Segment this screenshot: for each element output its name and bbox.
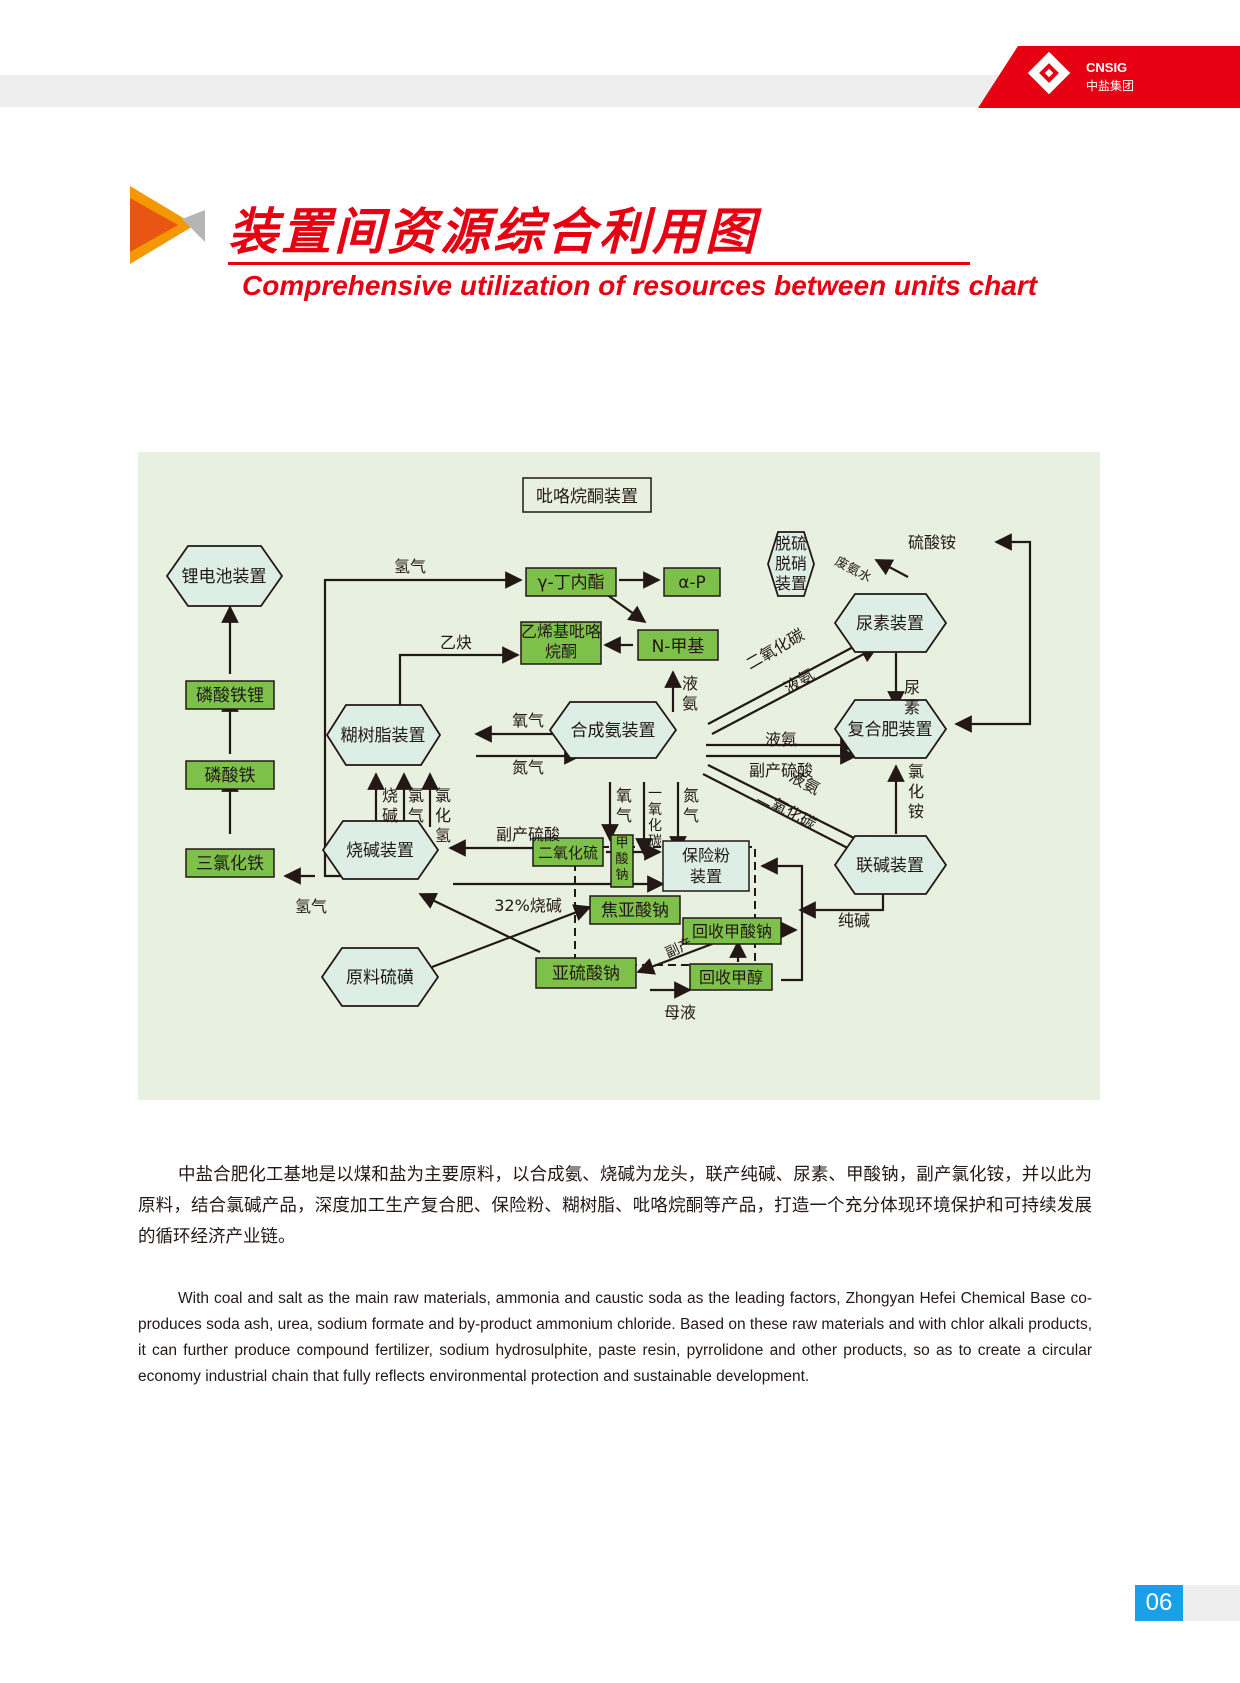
label-compound-fert: 复合肥装置 [848, 720, 933, 740]
flow-caustic-32: 32%烧碱 [494, 896, 562, 915]
node-ammonia [548, 701, 678, 759]
node-soda [833, 835, 948, 895]
node-caustic [321, 820, 440, 880]
label-fecl3: 三氯化铁 [196, 854, 264, 874]
node-desulfur [767, 531, 815, 597]
flow-hydrogen-bottom: 氢气 [295, 897, 327, 916]
node-sulfite [535, 957, 637, 989]
flow-nitrogen-down: 氮气 [683, 786, 700, 825]
node-recover-formate [682, 917, 782, 945]
flow-nitrogen: 氮气 [512, 758, 544, 777]
flow-byproduct-acid: 副产硫酸 [496, 825, 560, 844]
diagram-background [138, 452, 1100, 1100]
flow-mother-liquor: 母液 [664, 1003, 696, 1022]
node-gbl [525, 567, 617, 597]
title-underline [228, 262, 970, 265]
page-number: 06 [1135, 1585, 1183, 1621]
node-lfp [185, 680, 275, 710]
page-subtitle: Comprehensive utilization of resources b… [242, 270, 1038, 301]
node-fepo4 [185, 760, 275, 790]
label-metabisulfite: 焦亚酸钠 [601, 901, 669, 921]
label-ammonia: 合成氨装置 [571, 721, 656, 741]
node-recover-methanol [689, 963, 773, 991]
label-nmp: N-甲基 [652, 637, 705, 657]
brand-name-en: CNSIG [1086, 60, 1127, 75]
label-hydrosulfite: 保险粉装置 [681, 846, 730, 886]
body-paragraph-en: With coal and salt as the main raw mater… [138, 1290, 1092, 1385]
resource-utilization-diagram: 吡咯烷酮装置 γ-丁内酯 α-P 乙烯基吡咯烷酮 N-甲基 脱硫脱硝装置 锂电池… [138, 452, 1100, 1100]
brand-name-cn: 中盐集团 [1086, 78, 1134, 93]
page-title: 装置间资源综合利用图 [228, 203, 758, 261]
flow-oxygen-down: 氧气 [616, 786, 633, 825]
flow-caustic-soda: 烧碱 [382, 786, 399, 825]
flow-hcl: 氯化氢 [435, 786, 452, 845]
play-arrow-icon [130, 186, 205, 264]
label-nvp: 乙烯基吡咯烷酮 [521, 622, 601, 661]
label-alpha-p: α-P [678, 573, 706, 593]
node-pyrrolidone [522, 477, 652, 513]
node-urea [833, 593, 948, 653]
label-caustic: 烧碱装置 [346, 841, 414, 861]
flow-ammonium-sulfate: 硫酸铵 [908, 533, 956, 552]
brand-logo: CNSIG 中盐集团 [978, 46, 1240, 108]
node-paste-resin [325, 704, 442, 766]
flow-liquid-ammonia-fert: 液氨 [765, 730, 797, 749]
header-band [0, 75, 1050, 107]
flow-byproduct-acid-fert: 副产硫酸 [749, 761, 813, 780]
flow-hydrogen-top: 氢气 [394, 557, 426, 576]
node-compound-fert [833, 699, 948, 759]
label-sulfur: 原料硫磺 [346, 968, 414, 988]
node-hydrosulfite [662, 840, 750, 892]
label-urea-unit: 尿素装置 [856, 614, 924, 634]
label-so2: 二氧化硫 [538, 844, 598, 862]
node-fecl3 [185, 848, 275, 878]
flow-oxygen: 氧气 [512, 711, 544, 730]
flow-urea: 尿素 [904, 678, 921, 717]
label-gbl: γ-丁内酯 [537, 573, 604, 593]
label-desulfur: 脱硫脱硝装置 [774, 534, 807, 593]
label-fepo4: 磷酸铁 [205, 766, 256, 786]
node-so2 [532, 837, 604, 867]
node-alpha-p [663, 567, 721, 597]
page-number-tail [1183, 1585, 1240, 1621]
label-lfp: 磷酸铁锂 [196, 686, 264, 706]
label-paste-resin: 糊树脂装置 [341, 726, 426, 746]
label-pyrrolidone-unit: 吡咯烷酮装置 [536, 487, 638, 507]
label-lithium: 锂电池装置 [182, 567, 267, 587]
node-hcoona [610, 834, 634, 888]
flow-co-down: 一氧化碳 [648, 786, 662, 850]
flow-acetylene: 乙炔 [440, 633, 472, 652]
flow-soda-ash: 纯碱 [838, 911, 870, 930]
node-sulfur [320, 947, 440, 1007]
brand-diamond-icon [1027, 51, 1071, 95]
body-paragraph-cn: 中盐合肥化工基地是以煤和盐为主要原料，以合成氨、烧碱为龙头，联产纯碱、尿素、甲酸… [138, 1165, 1092, 1247]
node-metabisulfite [589, 895, 681, 925]
node-nmp [637, 629, 719, 661]
label-soda-unit: 联碱装置 [856, 856, 924, 876]
node-lithium [165, 545, 284, 607]
label-recover-formate: 回收甲酸钠 [692, 922, 772, 941]
label-sulfite: 亚硫酸钠 [552, 964, 620, 984]
node-nvp [520, 621, 602, 665]
label-hcoona: 甲酸钠 [615, 836, 629, 883]
flow-chlorine: 氯气 [408, 786, 425, 825]
flow-liquid-ammonia-up: 液氨 [682, 674, 699, 713]
flow-ammonium-chloride: 氯化铵 [908, 762, 925, 821]
label-recover-methanol: 回收甲醇 [699, 968, 763, 987]
